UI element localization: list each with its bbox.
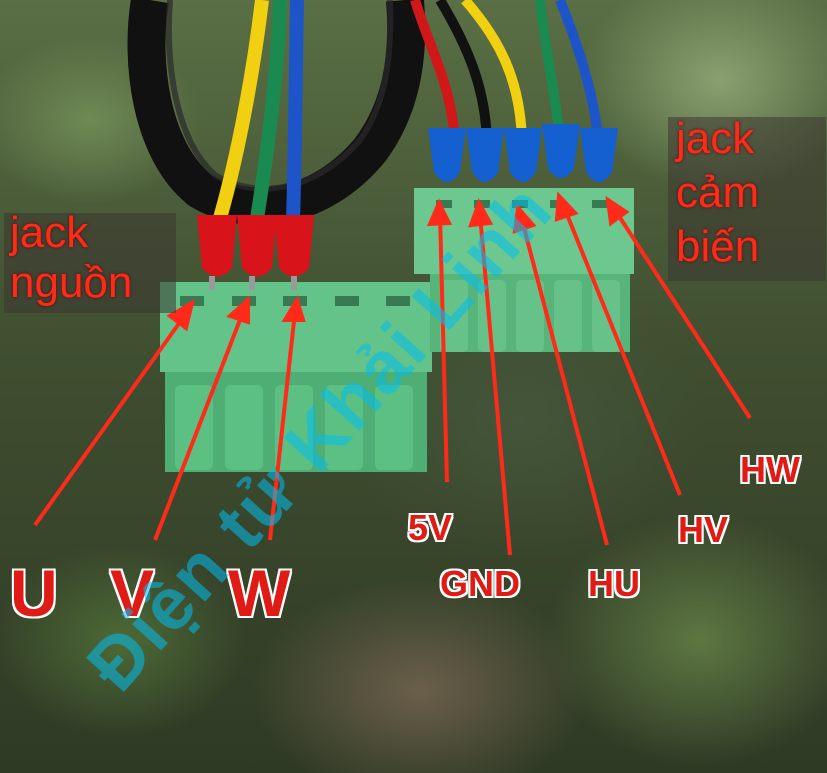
sensor-wires	[410, 0, 603, 141]
pin-label-hw: HW	[740, 449, 800, 490]
pin-label-gnd: GND	[440, 563, 520, 604]
power-ferrules	[197, 215, 314, 290]
jack-power-label-box	[4, 213, 176, 313]
pin-label-u: U	[10, 556, 58, 630]
sensor-ferrules	[428, 124, 618, 182]
power-connector	[160, 282, 432, 472]
jack-sensor-label-line2: cảm	[676, 168, 760, 217]
jack-power-label-line2: nguồn	[10, 258, 133, 307]
power-wires	[211, 0, 304, 227]
jack-power-label-line1: jack	[10, 208, 89, 257]
pin-label-w: W	[228, 556, 291, 630]
pin-arrows	[33, 191, 752, 556]
jack-sensor-label-line1: jack	[676, 114, 755, 163]
black-cable	[127, 0, 426, 226]
pin-label-v: V	[110, 556, 155, 630]
pin-label-hu: HU	[588, 563, 640, 604]
jack-sensor-label-box	[668, 117, 826, 281]
pin-label-hv: HV	[678, 509, 729, 550]
jack-sensor-label-line3: biến	[676, 222, 760, 271]
pin-label-5v: 5V	[408, 507, 453, 548]
